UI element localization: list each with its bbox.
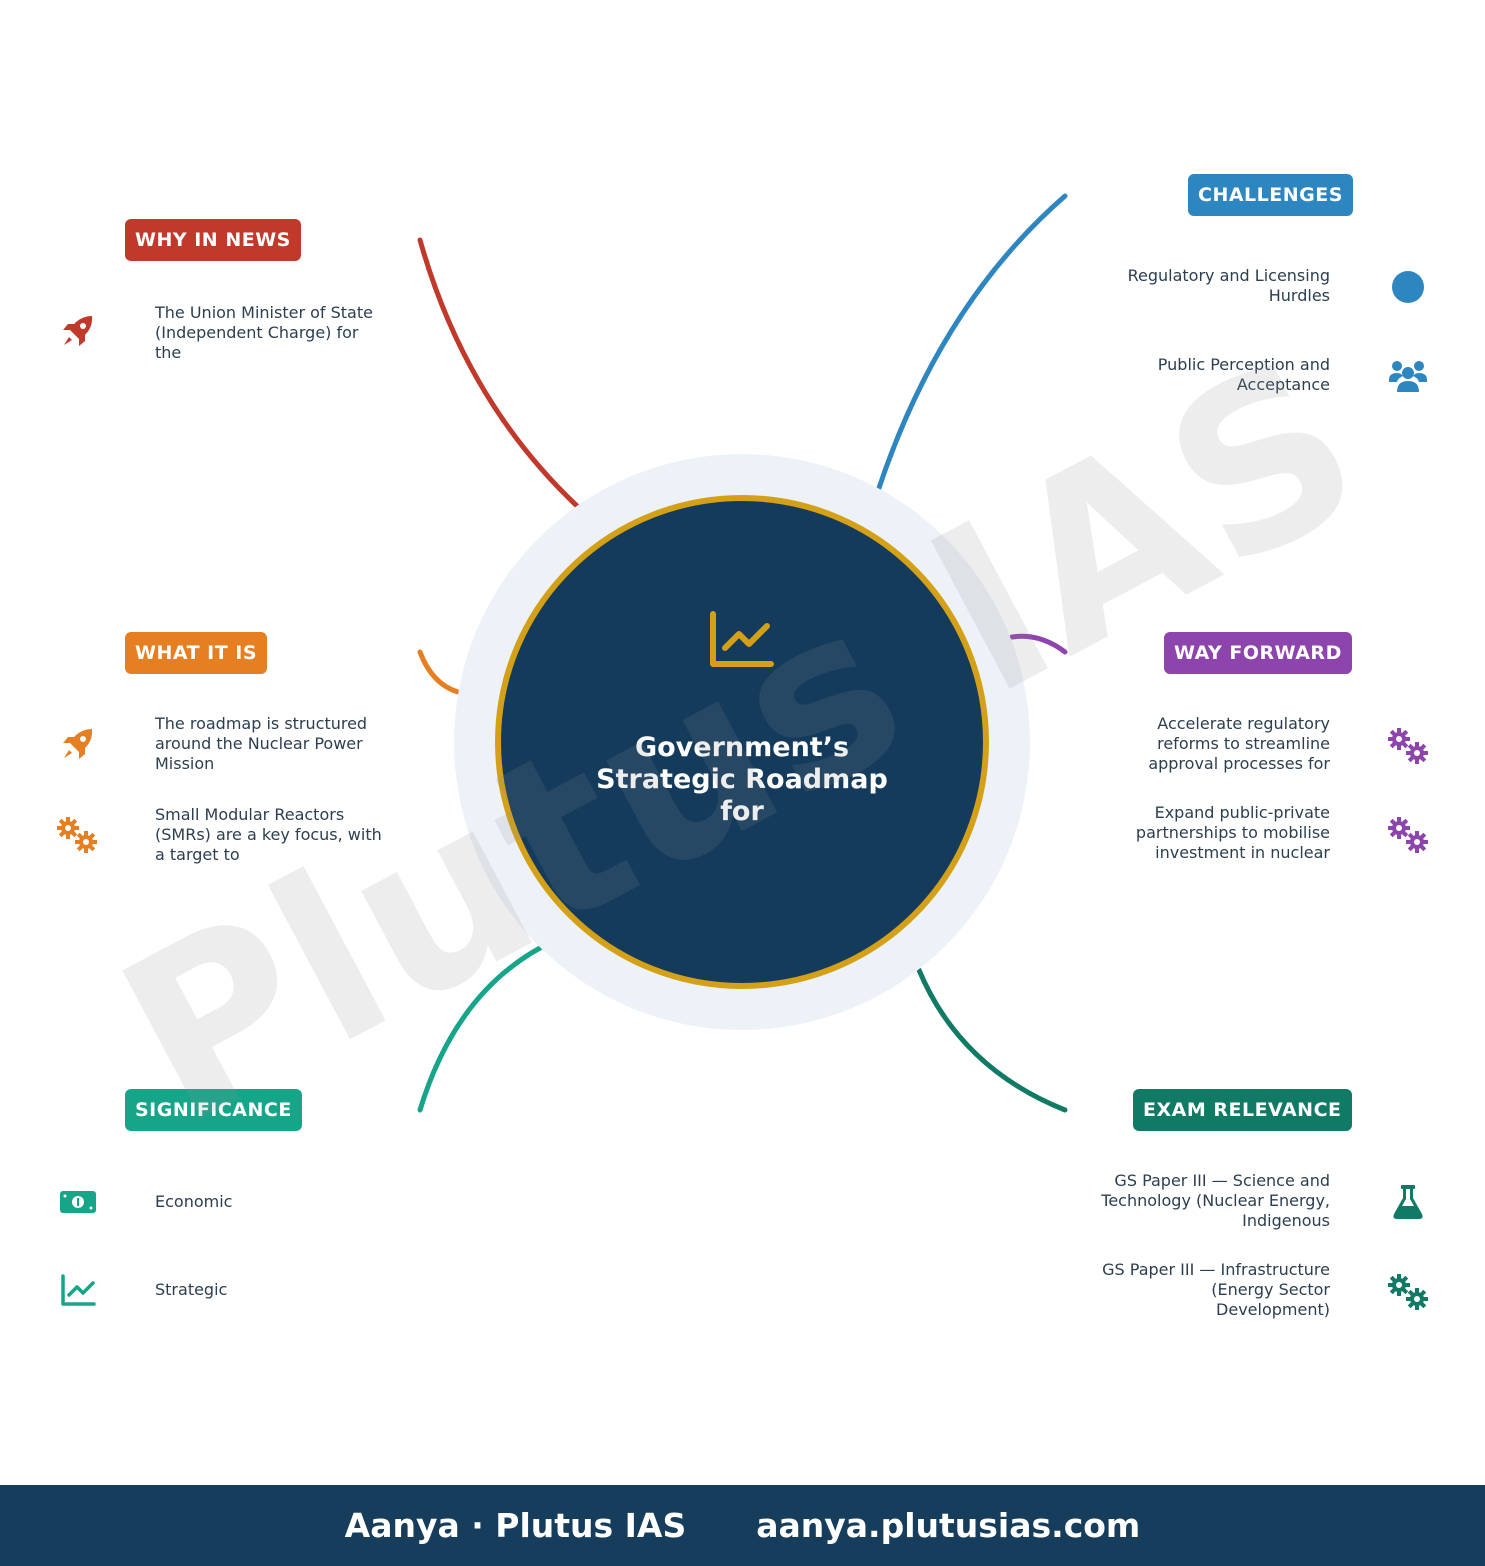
badge-significance: SIGNIFICANCE bbox=[125, 1089, 302, 1131]
gears-icon bbox=[1388, 728, 1428, 764]
connector-way-forward bbox=[1009, 633, 1068, 655]
gears-icon bbox=[1388, 1274, 1428, 1310]
center-hub bbox=[495, 495, 989, 989]
badge-challenges: CHALLENGES bbox=[1188, 174, 1353, 216]
footer-bar: Aanya · Plutus IAS aanya.plutusias.com bbox=[0, 1485, 1485, 1566]
connector-significance bbox=[417, 945, 543, 1113]
gears-icon bbox=[57, 817, 97, 853]
footer-brand: Aanya · Plutus IAS bbox=[344, 1506, 687, 1545]
chart-line-icon bbox=[710, 611, 774, 667]
what-it-is-item-1: The roadmap is structured around the Nuc… bbox=[155, 714, 368, 773]
what-it-is-item-2: Small Modular Reactors (SMRs) are a key … bbox=[155, 805, 382, 864]
connector-exam-relevance bbox=[916, 967, 1068, 1113]
significance-item-1: Economic bbox=[155, 1192, 233, 1211]
why-in-news-item-1: The Union Minister of State (Independent… bbox=[155, 303, 373, 362]
connector-why-in-news bbox=[417, 237, 580, 509]
challenges-item-2: Public Perception and Acceptance bbox=[1157, 355, 1330, 394]
exam-relevance-item-2: GS Paper III — Infrastructure (Energy Se… bbox=[1102, 1260, 1330, 1319]
challenges-item-1: Regulatory and Licensing Hurdles bbox=[1127, 266, 1330, 305]
badge-way-forward: WAY FORWARD bbox=[1164, 632, 1352, 674]
way-forward-item-2: Expand public-private partnerships to mo… bbox=[1135, 803, 1330, 862]
circle-icon bbox=[1392, 271, 1424, 303]
center-title: Government’s Strategic Roadmap for bbox=[596, 732, 888, 827]
way-forward-item-1: Accelerate regulatory reforms to streaml… bbox=[1148, 714, 1330, 773]
exam-relevance-item-1: GS Paper III — Science and Technology (N… bbox=[1101, 1171, 1330, 1230]
users-icon bbox=[1389, 361, 1427, 392]
rocket-icon bbox=[63, 316, 93, 346]
money-icon bbox=[60, 1191, 96, 1213]
connector-challenges bbox=[876, 193, 1068, 491]
significance-item-2: Strategic bbox=[155, 1280, 228, 1299]
gears-icon bbox=[1388, 817, 1428, 853]
chart-line-icon bbox=[61, 1274, 96, 1306]
badge-exam-relevance: EXAM RELEVANCE bbox=[1133, 1089, 1352, 1131]
connector-what-it-is bbox=[417, 649, 461, 695]
badge-why-in-news: WHY IN NEWS bbox=[125, 219, 301, 261]
badge-what-it-is: WHAT IT IS bbox=[125, 632, 268, 674]
flask-icon bbox=[1393, 1185, 1423, 1219]
rocket-icon bbox=[63, 729, 93, 759]
footer-url[interactable]: aanya.plutusias.com bbox=[756, 1506, 1141, 1545]
